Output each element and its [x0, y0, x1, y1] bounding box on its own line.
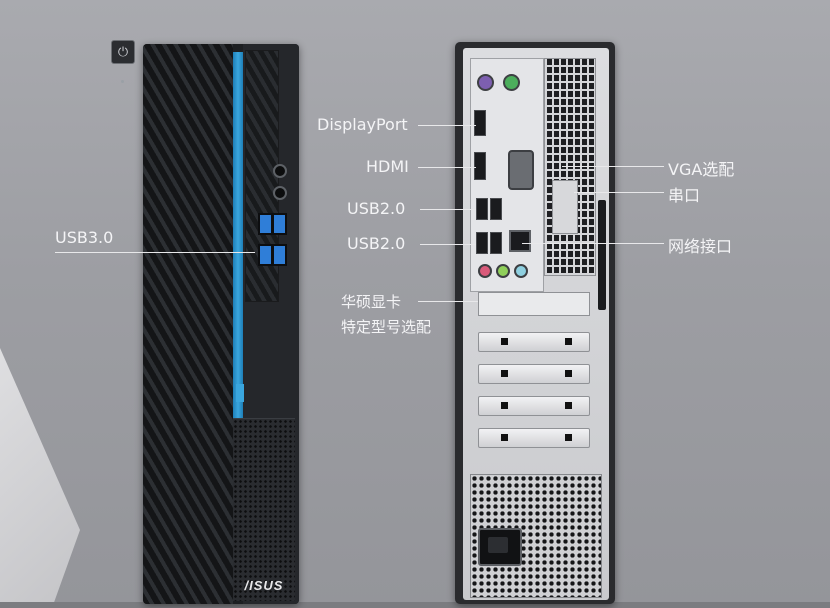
label-usb20-upper: USB2.0	[347, 199, 406, 218]
usb20-port	[490, 232, 502, 254]
label-ethernet: 网络接口	[668, 237, 733, 256]
front-audio-jack-headphone	[273, 164, 287, 178]
leader-line-vga	[562, 166, 664, 167]
vga-port	[508, 150, 534, 190]
leader-line-usb30	[55, 252, 255, 253]
power-icon: ⏻	[111, 40, 135, 64]
expansion-slot-cover	[478, 396, 590, 416]
leader-line-usb20-lower	[420, 244, 476, 245]
ps2-mouse-port	[503, 74, 520, 91]
audio-jack-blue	[514, 264, 528, 278]
ps2-keyboard-port	[477, 74, 494, 91]
front-diagonal-stripes	[143, 44, 233, 604]
usb20-port	[476, 232, 488, 254]
audio-jack-pink	[478, 264, 492, 278]
usb20-port	[490, 198, 502, 220]
hdmi-port	[474, 152, 486, 180]
expansion-slot-cover	[478, 364, 590, 384]
label-usb20-lower: USB2.0	[347, 234, 406, 253]
serial-port-bracket	[552, 180, 578, 234]
front-usb3-port	[258, 244, 273, 266]
label-gpu-line1: 华硕显卡	[341, 293, 402, 311]
front-usb3-port	[272, 213, 287, 235]
leader-line-hdmi	[418, 167, 476, 168]
front-usb3-port	[258, 213, 273, 235]
label-hdmi: HDMI	[366, 157, 409, 176]
label-gpu-line2: 特定型号选配	[341, 318, 432, 336]
rear-rail	[598, 200, 606, 310]
leader-line-gpu	[418, 301, 478, 302]
background-base-strip	[0, 602, 830, 608]
front-usb3-port	[272, 244, 287, 266]
label-serial: 串口	[668, 186, 701, 205]
front-badge	[236, 384, 244, 402]
displayport-port	[474, 110, 486, 136]
label-displayport: DisplayPort	[317, 115, 408, 134]
leader-line-usb20-upper	[420, 209, 476, 210]
front-lower-vent	[233, 418, 295, 601]
rear-vent-grid	[544, 58, 596, 276]
usb20-port	[476, 198, 488, 220]
hdd-led	[121, 80, 124, 83]
audio-jack-green	[496, 264, 510, 278]
label-vga: VGA选配	[668, 160, 735, 179]
label-usb30: USB3.0	[55, 228, 114, 247]
leader-line-serial	[574, 192, 664, 193]
front-audio-jack-mic	[273, 186, 287, 200]
leader-line-displayport	[418, 125, 476, 126]
gpu-slot-bracket	[478, 292, 590, 316]
asus-logo: /ISUS	[244, 578, 284, 593]
ethernet-port	[509, 230, 531, 252]
power-socket	[478, 528, 522, 566]
background-shape	[0, 348, 80, 608]
expansion-slot-cover	[478, 428, 590, 448]
leader-line-ethernet	[522, 243, 664, 244]
expansion-slot-cover	[478, 332, 590, 352]
